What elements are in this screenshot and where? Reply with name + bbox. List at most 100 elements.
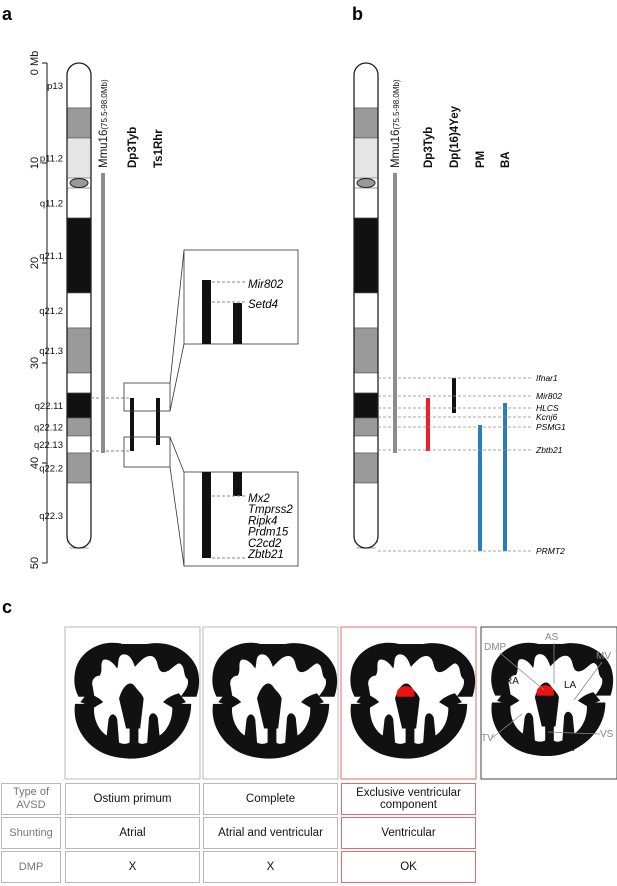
- band-7: [67, 372, 91, 394]
- column-label-text: Ts1Rhr: [153, 129, 165, 168]
- heart-label-AS: AS: [545, 632, 559, 643]
- band-label: q22.12: [34, 423, 63, 434]
- gene-label: Prdm15: [248, 527, 289, 539]
- table-cell: Atrial: [65, 817, 200, 849]
- column-label: BA: [500, 151, 512, 168]
- column-label: PM: [475, 151, 487, 168]
- column-label: Mmu16(75.5-98.0Mb): [390, 79, 402, 168]
- band-1: [354, 107, 378, 139]
- band-label: p13: [47, 81, 63, 92]
- band-12: [354, 482, 378, 549]
- gene-label: Kcnj6: [536, 412, 558, 422]
- gene-label: Ripk4: [248, 515, 277, 527]
- band-3: [354, 187, 378, 219]
- zoom-line: [169, 466, 185, 567]
- column-label-text: Mmu16: [98, 130, 110, 168]
- gene-label: Mx2: [248, 493, 270, 505]
- zoom-segment: [233, 303, 242, 344]
- segment-b-4: [503, 403, 507, 551]
- axis-tick-label: 40: [29, 457, 41, 469]
- segment-b-0: [393, 173, 397, 453]
- band-5: [354, 292, 378, 329]
- chromosome-bands: [354, 63, 378, 549]
- band-label: p11.2: [40, 154, 63, 165]
- band-11: [354, 452, 378, 484]
- column-label-range: (75.5-98.0Mb): [100, 79, 109, 130]
- zoom-segment: [202, 280, 211, 344]
- column-label-text: Dp(16)4Yey: [449, 105, 461, 168]
- column-label: Dp3Tyb: [127, 127, 139, 168]
- table-cell: Ostium primum: [65, 783, 200, 815]
- table-cell: X: [65, 851, 200, 883]
- axis-tick-label: 0 Mb: [29, 51, 41, 75]
- column-label: Dp3Tyb: [423, 127, 435, 168]
- zoom-segment: [233, 472, 242, 496]
- heart-label-DMP: DMP: [484, 642, 507, 653]
- segment-a-0: [101, 173, 105, 453]
- heart-label-LA: LA: [564, 680, 577, 691]
- gene-label: Setd4: [248, 299, 278, 311]
- band-6: [354, 327, 378, 374]
- table-cell: Ventricular: [341, 817, 476, 849]
- pointer-line: [499, 652, 545, 691]
- band-8: [67, 392, 91, 419]
- heart-label-RA: RA: [505, 676, 519, 687]
- segment-b-3: [478, 425, 482, 551]
- row-header: Shunting: [1, 817, 61, 849]
- gene-label: Ifnar1: [536, 373, 558, 383]
- column-label-text: Mmu16: [390, 130, 402, 168]
- axis-tick-label: 50: [29, 557, 41, 569]
- band-11: [67, 452, 91, 484]
- panel-label-c: c: [2, 597, 12, 617]
- axis-tick-label: 20: [29, 257, 41, 269]
- column-label: Ts1Rhr: [153, 129, 165, 168]
- band-7: [354, 372, 378, 394]
- table-cell: Complete: [203, 783, 338, 815]
- band-label: q22.3: [39, 511, 63, 522]
- band-6: [67, 327, 91, 374]
- gene-label: Zbtb21: [535, 445, 563, 455]
- zoom-line: [169, 249, 185, 384]
- segment-a-2: [156, 398, 160, 445]
- chromosome-outline: [353, 62, 379, 549]
- band-4: [354, 217, 378, 294]
- band-0: [67, 63, 91, 109]
- table-cell: X: [203, 851, 338, 883]
- gene-label: Tmprss2: [248, 504, 293, 516]
- panel-label-b: b: [352, 4, 363, 24]
- band-label: q11.2: [40, 199, 63, 210]
- column-label-text: Dp3Tyb: [127, 127, 139, 168]
- gene-label: Mir802: [248, 279, 284, 291]
- centromere: [356, 178, 376, 188]
- heart-label-LV: LV: [565, 743, 577, 754]
- gene-label: HLCS: [536, 403, 559, 413]
- axis-tick-label: 30: [29, 357, 41, 369]
- zoom-marker-top: [123, 382, 171, 412]
- band-2: [67, 137, 91, 179]
- zoom-line: [169, 436, 185, 473]
- gene-label: PSMG1: [536, 422, 566, 432]
- band-3: [67, 187, 91, 219]
- axis-tick-label: 10: [29, 157, 41, 169]
- band-4: [67, 217, 91, 294]
- gene-label: Mir802: [536, 391, 562, 401]
- table-cell: Atrial and ventricular: [203, 817, 338, 849]
- band-9: [67, 417, 91, 437]
- chromosome-outline: [66, 62, 92, 549]
- column-label-text: PM: [475, 151, 487, 168]
- heart-label-RV: RV: [518, 734, 532, 745]
- zoom-marker-bottom: [123, 436, 171, 468]
- row-header: Type of AVSD: [1, 783, 61, 815]
- defect-mark: [396, 686, 415, 697]
- band-2: [354, 137, 378, 179]
- gene-label: C2cd2: [248, 538, 282, 550]
- table-cell: Exclusive ventricular component: [341, 783, 476, 815]
- segment-a-1: [130, 398, 134, 451]
- column-label-text: Dp3Tyb: [423, 127, 435, 168]
- band-8: [354, 392, 378, 419]
- pointer-line: [547, 731, 601, 735]
- table-cell: OK: [341, 851, 476, 883]
